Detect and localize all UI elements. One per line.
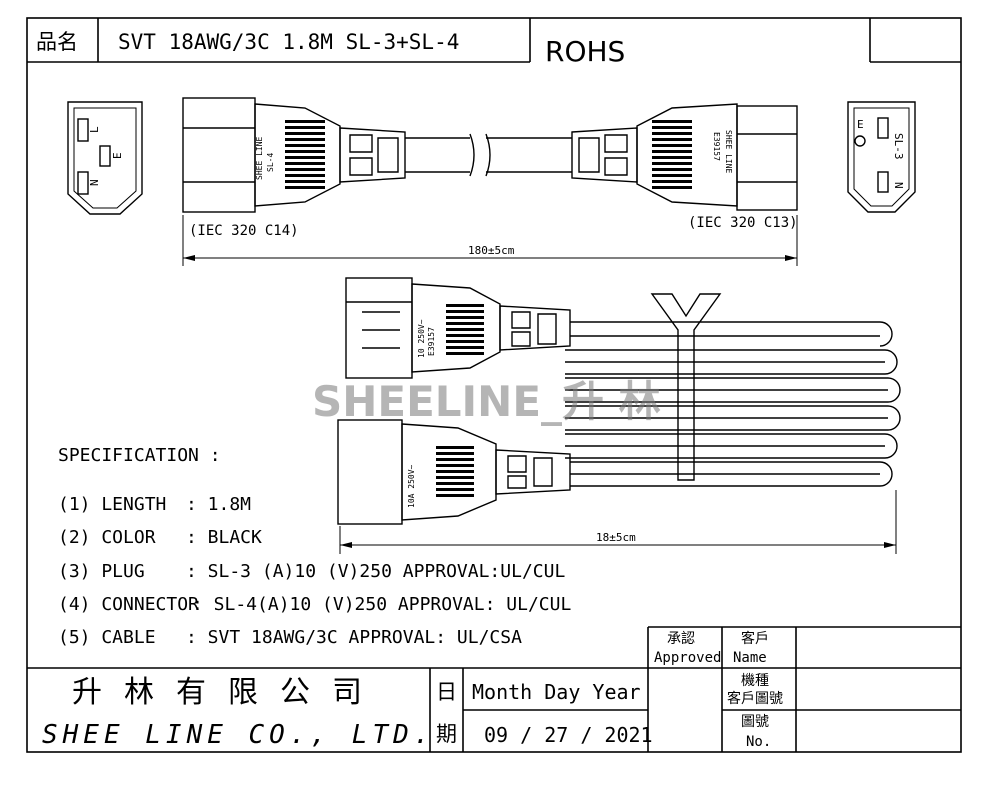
spec-value-plug: : SL-3 (A)10 (V)250 APPROVAL:UL/CUL (186, 561, 565, 582)
connector-rating: 10A 250V~ (407, 464, 416, 508)
customer-label-en: Name (733, 650, 767, 666)
pin-l-icon (77, 118, 89, 142)
right-molding-brand: SHEE LINE (724, 130, 733, 174)
left-molding-model: SL-4 (266, 153, 275, 172)
pin-e-label: E (111, 152, 124, 159)
right-face-n-label: N (892, 182, 905, 189)
top-dimension: 180±5cm (182, 215, 798, 266)
title-block: 升林有限公司 SHEE LINE CO., LTD. 日 期 Month Day… (27, 626, 961, 752)
slot-bottom-icon (877, 171, 889, 193)
right-face-view: E N SL-3 (847, 101, 916, 213)
outer-frame (26, 17, 962, 753)
top-cord-assembly: SHEE LINE SL-4 (182, 97, 798, 239)
pin-n-label: N (88, 179, 101, 186)
earth-hole-icon (854, 135, 866, 147)
customer-label-cn: 客戶 (741, 630, 769, 647)
pin-l-label: L (88, 126, 101, 133)
spec-key-length: (1) LENGTH (58, 494, 166, 515)
specification-block: SPECIFICATION : (1) LENGTH : 1.8M (2) CO… (58, 445, 571, 648)
date-header: Month Day Year (472, 680, 641, 704)
plug-rating-1: 10 250V~ (417, 319, 426, 358)
left-grip-hatch (285, 120, 325, 189)
approved-label-en: Approved (654, 650, 721, 666)
top-dimension-label: 180±5cm (468, 244, 515, 257)
spec-title: SPECIFICATION : (58, 445, 221, 466)
spec-value-cable: : SVT 18AWG/3C APPROVAL: UL/CSA (186, 627, 522, 648)
right-face-sl3-label: SL-3 (892, 133, 905, 160)
plug-grip-hatch (446, 304, 484, 355)
right-face-e-label: E (857, 118, 864, 131)
left-caption: (IEC 320 C14) (189, 223, 299, 239)
watermark: SHEELINE_升 林 (312, 377, 661, 426)
plug-rating-2: E39157 (427, 327, 436, 356)
spec-key-plug: (3) PLUG (58, 561, 145, 582)
spec-value-length: : 1.8M (186, 494, 251, 515)
slot-top-icon (877, 117, 889, 139)
date-label-top: 日 (436, 680, 457, 704)
header-row: 品名 SVT 18AWG/3C 1.8M SL-3+SL-4 ROHS (27, 18, 961, 68)
customer-drawing-no-label: 客戶圖號 (727, 690, 783, 707)
product-name-label: 品名 (36, 30, 78, 54)
left-molding-brand: SHEE LINE (255, 136, 264, 180)
date-label-bottom: 期 (436, 722, 457, 746)
model-label-cn: 機種 (741, 673, 769, 689)
connector-grip-hatch (436, 446, 474, 497)
right-grip-hatch (652, 120, 692, 189)
spec-key-color: (2) COLOR (58, 527, 156, 548)
approved-label-cn: 承認 (667, 631, 695, 647)
date-value: 09 / 27 / 2021 (484, 723, 653, 747)
right-molding-cert: E39157 (712, 132, 721, 161)
rohs-label: ROHS (545, 35, 625, 68)
spec-value-color: : BLACK (186, 527, 262, 548)
company-name-cn: 升林有限公司 (72, 675, 384, 710)
spec-key-connector: (4) CONNECTOR (58, 594, 199, 615)
pin-n-icon (77, 171, 89, 195)
spec-value-connector: : SL-4(A)10 (V)250 APPROVAL: UL/CUL (192, 594, 571, 615)
bottom-dimension: 18±5cm (339, 490, 897, 554)
drawing-no-label-cn: 圖號 (741, 714, 769, 730)
drawing-no-label-en: No. (746, 734, 771, 750)
company-name-en: SHEE LINE CO., LTD. (42, 720, 434, 750)
coiled-assembly: 10 250V~ E39157 10A 250V~ (337, 277, 901, 525)
product-name-value: SVT 18AWG/3C 1.8M SL-3+SL-4 (118, 30, 459, 54)
spec-key-cable: (5) CABLE (58, 627, 156, 648)
bottom-dimension-label: 18±5cm (596, 531, 636, 544)
pin-e-icon (99, 145, 111, 167)
left-face-view: L E N (67, 101, 143, 215)
right-caption: (IEC 320 C13) (688, 215, 798, 231)
